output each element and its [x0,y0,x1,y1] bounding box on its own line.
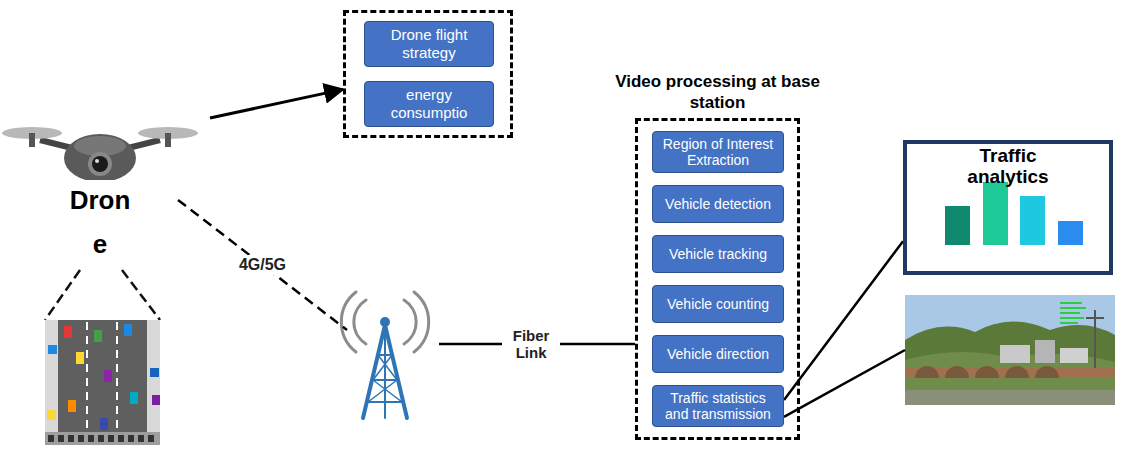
connector [210,89,343,118]
connector [784,350,905,417]
bar-chart [945,182,1083,245]
connector [178,200,347,330]
node-text: Vehicle tracking [669,246,767,262]
view-line [45,270,80,320]
process-box: Vehicle tracking [652,235,784,273]
drone-label: Drone [68,178,132,270]
dashed-group: Video processing at base stationRegion o… [635,118,800,440]
process-box: Drone flight strategy [364,21,494,67]
node-text: Traffic statistics and transmission [657,390,779,422]
panel-heading: Traffic analytics [943,146,1073,188]
process-box: Traffic statistics and transmission [652,385,784,427]
connector [784,241,903,400]
node-text: Drone flight strategy [369,26,489,62]
photo-node [905,295,1115,405]
edge-label: 4G/5G [236,255,289,275]
process-box: energy consumptio [364,81,494,127]
node-text: Vehicle counting [667,296,769,312]
process-box: Vehicle counting [652,285,784,323]
tower-node [335,290,435,425]
node-text: Drone [68,178,132,266]
process-box: Vehicle direction [652,335,784,373]
node-text: Vehicle detection [665,196,771,212]
edge-label: Fiber Link [502,326,560,362]
road-illustration [45,320,160,445]
drone-illustration [0,127,198,186]
tower-illustration [341,292,428,418]
group-heading: Video processing at base station [603,72,833,113]
analytics-panel: Traffic analytics [903,140,1113,275]
node-text: Region of Interest Extraction [657,136,779,168]
node-text: energy consumptio [369,86,489,122]
process-box: Vehicle detection [652,185,784,223]
traffic-photo [905,295,1115,405]
dashed-group: Drone flight strategy energy consumptio [343,10,513,138]
view-line [122,270,160,320]
node-text: Vehicle direction [667,346,769,362]
process-box: Region of Interest Extraction [652,131,784,173]
